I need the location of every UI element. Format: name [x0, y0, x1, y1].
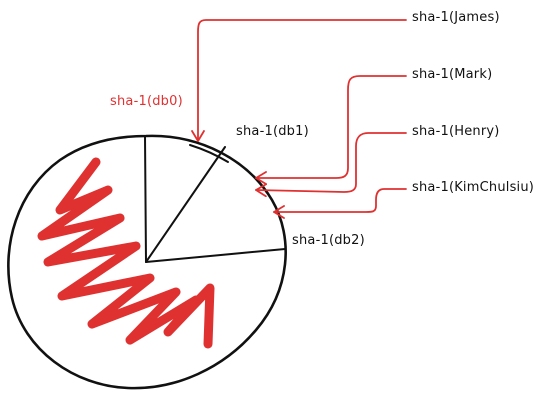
- node-label-db1: sha-1(db1): [236, 124, 309, 139]
- node-label-db2: sha-1(db2): [292, 233, 365, 248]
- radius-db1: [145, 146, 226, 263]
- connector-james: [191, 19, 407, 142]
- hash-ring: [7, 134, 287, 390]
- connector-henry: [255, 132, 407, 198]
- key-label-james: sha-1(James): [412, 10, 500, 25]
- scribble-fill: [37, 157, 215, 349]
- key-label-kimchulsiu: sha-1(KimChulsiu): [412, 180, 535, 195]
- radius-db0: [144, 135, 147, 263]
- key-label-mark: sha-1(Mark): [412, 67, 493, 82]
- node-label-db0: sha-1(db0): [110, 94, 183, 109]
- key-label-henry: sha-1(Henry): [412, 124, 500, 139]
- connector-mark: [255, 75, 407, 185]
- radius-db2: [145, 248, 286, 263]
- ring-overlap-stroke: [189, 144, 229, 163]
- connector-kimchulsiu: [273, 188, 407, 219]
